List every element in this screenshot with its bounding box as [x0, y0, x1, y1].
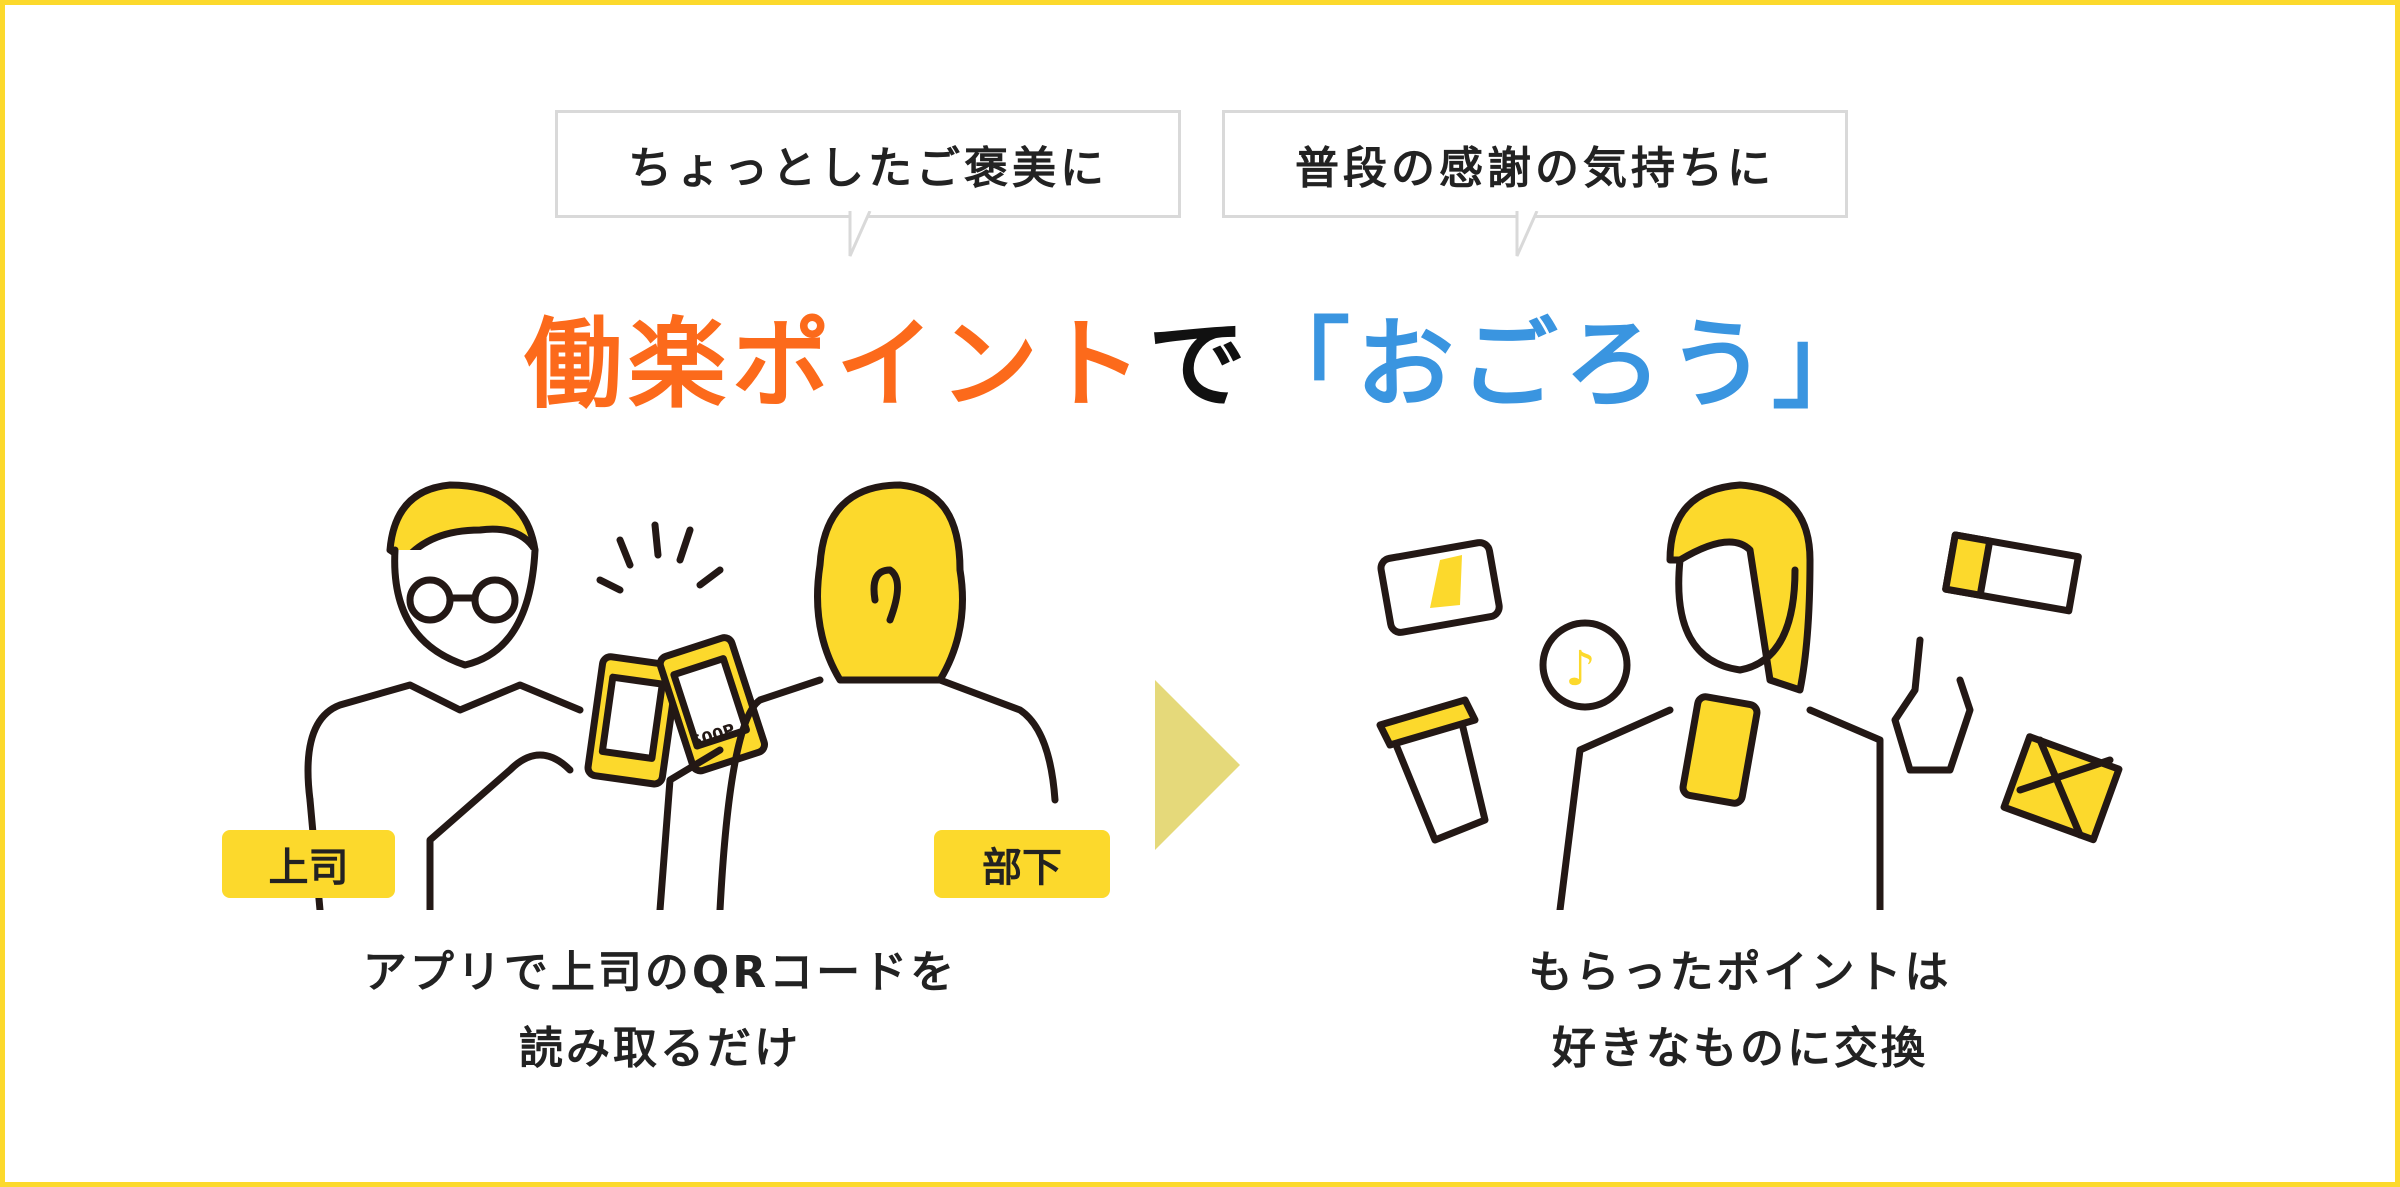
caption-left: アプリで上司のQRコードを読み取るだけ [260, 935, 1060, 1087]
bubble-tail [1515, 211, 1539, 257]
phone-amount-label: 500P [690, 720, 738, 750]
speech-bubble-reward: ちょっとしたご褒美に [555, 110, 1181, 218]
speech-bubble-thanks: 普段の感謝の気持ちに [1222, 110, 1848, 218]
headline-de: で [1147, 308, 1252, 422]
caption-left-line1: アプリで上司のQRコードを [362, 947, 958, 998]
headline: 働楽ポイントで「おごろう」 [0, 285, 2400, 427]
headline-points: 働楽ポイント [523, 308, 1148, 422]
tag-boss: 上司 [222, 830, 395, 898]
caption-right-line1: もらったポイントは [1528, 947, 1952, 998]
svg-text:♪: ♪ [1565, 641, 1596, 697]
caption-right: もらったポイントは好きなものに交換 [1340, 935, 2140, 1087]
caption-left-line2: 読み取るだけ [519, 1023, 801, 1074]
bubble-tail [848, 211, 872, 257]
arrow-right-icon [1155, 680, 1240, 850]
tag-subordinate: 部下 [934, 830, 1110, 898]
headline-ogorou: 「おごろう」 [1252, 308, 1877, 422]
woman-with-rewards-illustration: ♪ [1376, 481, 2123, 910]
svg-text:500P: 500P [690, 720, 738, 750]
caption-right-line2: 好きなものに交換 [1552, 1023, 1928, 1074]
